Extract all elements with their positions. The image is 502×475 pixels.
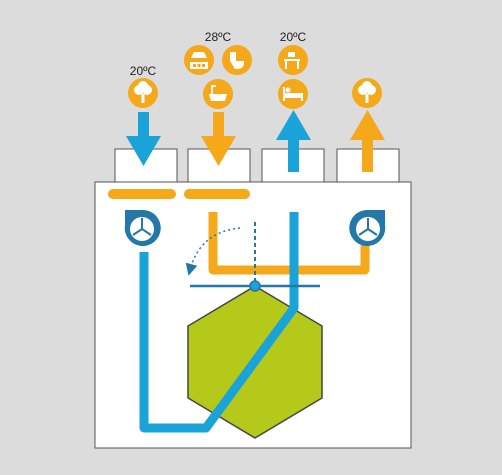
indoor-extract-arrow <box>201 112 236 166</box>
temp-supply: 20ºC <box>280 30 307 44</box>
desk-icon <box>278 45 308 75</box>
supply-arrow <box>276 110 311 172</box>
extract-filter <box>184 189 250 199</box>
orange-airflow-path <box>208 212 370 275</box>
bed-icon <box>278 79 308 109</box>
extract-fan <box>349 210 386 246</box>
damper-pivot <box>249 280 261 292</box>
blue-airflow-path <box>139 212 299 433</box>
supply-fan <box>124 210 161 246</box>
exhaust-arrow <box>350 110 385 172</box>
outdoor-fresh-arrow <box>126 112 161 166</box>
intake-filter <box>108 189 176 199</box>
temp-indoor-extract: 28ºC <box>205 30 232 44</box>
toilet-icon <box>222 45 252 75</box>
temp-outdoor-fresh: 20ºC <box>130 64 157 78</box>
range-hood-icon <box>184 45 214 75</box>
bathtub-icon <box>203 79 233 109</box>
tree-icon <box>128 78 158 108</box>
damper-rotation-arrow <box>185 227 241 276</box>
bypass-damper <box>185 222 320 292</box>
tree-icon <box>352 78 382 108</box>
